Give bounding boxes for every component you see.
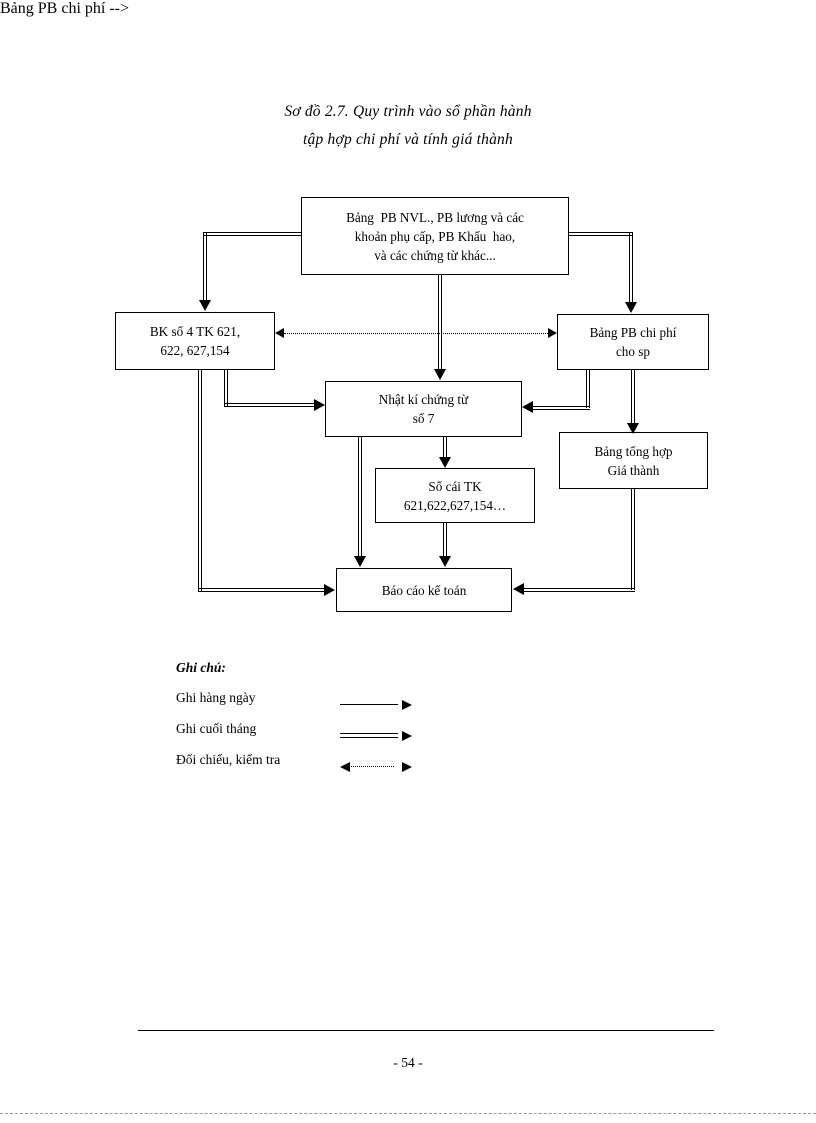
legend: Ghi chú: Ghi hàng ngày Ghi cuối tháng Đố… (176, 660, 596, 783)
connector-nkct-to-baocao-vertical (358, 437, 362, 559)
legend-item-monthly: Ghi cuối tháng (176, 721, 596, 744)
node-bao-cao-ke-toan-line-1: Báo cáo kế toán (381, 582, 467, 598)
node-nhat-ki-chung-tu[interactable]: Nhật kí chứng từ số 7 (325, 381, 522, 437)
connector-bk-to-nkct-vertical (224, 370, 228, 406)
node-nhat-ki-chung-tu-line-2: số 7 (412, 411, 435, 426)
double-arrow-icon (340, 731, 412, 741)
connector-chungtu-to-bk-horizontal (203, 232, 303, 236)
connector-pbcp-to-tonghop-vertical (631, 370, 635, 426)
legend-item-daily-label: Ghi hàng ngày (176, 690, 256, 705)
footer-divider (138, 1030, 714, 1031)
node-bang-tong-hop-line-2: Giá thành (607, 462, 660, 478)
arrowhead-into-tonghop-top (627, 423, 639, 434)
single-arrow-icon (340, 700, 412, 710)
node-chung-tu-line-2: khoản phụ cấp, PB Khấu hao, (354, 228, 516, 244)
legend-item-monthly-label: Ghi cuối tháng (176, 721, 257, 736)
connector-chungtu-to-pbcp-horizontal (567, 232, 633, 236)
node-bang-ke-line-1: BK số 4 TK 621, (149, 324, 241, 339)
node-chung-tu[interactable]: Bảng PB NVL., PB lương và các khoản phụ … (301, 197, 569, 275)
node-so-cai-line-1: Sổ cái TK (428, 478, 482, 494)
arrowhead-into-nkct-right (522, 401, 533, 413)
node-bao-cao-ke-toan[interactable]: Báo cáo kế toán (336, 568, 512, 612)
node-bang-tong-hop[interactable]: Bảng tổng hợp Giá thành (559, 432, 708, 489)
connector-bk-to-nkct-horizontal (224, 403, 316, 407)
node-pb-chi-phi-line-1: Bảng PB chi phí (589, 325, 677, 340)
arrowhead-into-baocao-top-right (439, 556, 451, 567)
arrowhead-into-pbcp-top (625, 302, 637, 313)
arrowhead-into-nkct-top (434, 369, 446, 380)
arrowhead-into-bk-top (199, 300, 211, 311)
connector-socai-to-baocao-vertical (443, 523, 447, 559)
arrowhead-into-baocao-top-left (354, 556, 366, 567)
page-number: - 54 - (393, 1055, 423, 1070)
legend-item-reconcile-label: Đối chiếu, kiểm tra (176, 752, 281, 767)
dotted-bidirectional-arrow-icon (340, 762, 412, 772)
title-line-1: Sơ đồ 2.7. Quy trình vào sổ phần hành (284, 103, 532, 120)
legend-item-reconcile: Đối chiếu, kiểm tra (176, 752, 596, 775)
connector-nkct-to-socai-vertical (443, 437, 447, 461)
node-so-cai[interactable]: Sổ cái TK 621,622,627,154… (375, 468, 535, 523)
connector-bk-to-baocao-horizontal (198, 588, 326, 592)
page-bottom-edge (0, 1113, 816, 1114)
node-chung-tu-line-1: Bảng PB NVL., PB lương và các (346, 209, 524, 225)
arrowhead-into-baocao-left (324, 584, 335, 596)
node-bang-ke[interactable]: BK số 4 TK 621, 622, 627,154 (115, 312, 275, 370)
arrowhead-dotted-left (275, 328, 284, 338)
page-title: Sơ đồ 2.7. Quy trình vào sổ phần hành tậ… (0, 98, 816, 154)
connector-pbcp-to-nkct-horizontal (533, 406, 590, 410)
title-line-2: tập hợp chi phí và tính giá thành (303, 131, 513, 148)
legend-title: Ghi chú: (176, 660, 226, 675)
node-so-cai-line-2: 621,622,627,154… (403, 497, 507, 513)
connector-chungtu-to-bk-vertical (203, 232, 207, 302)
node-pb-chi-phi-line-2: cho sp (615, 344, 651, 359)
connector-chungtu-to-pbcp-vertical (629, 232, 633, 304)
node-nhat-ki-chung-tu-line-1: Nhật kí chứng từ (378, 392, 469, 407)
connector-tonghop-to-baocao-vertical (631, 489, 635, 590)
connector-chungtu-to-nkct-vertical (438, 275, 442, 371)
arrowhead-into-socai-top (439, 457, 451, 468)
connector-pbcp-to-nkct-vertical (586, 370, 590, 408)
connector-tonghop-to-baocao-horizontal (524, 588, 635, 592)
arrowhead-into-baocao-right (513, 583, 524, 595)
arrowhead-into-nkct-left (314, 399, 325, 411)
connector-bk-to-baocao-vertical (198, 370, 202, 591)
node-chung-tu-line-3: và các chứng từ khác... (374, 247, 496, 263)
node-bang-ke-line-2: 622, 627,154 (160, 343, 230, 358)
connector-bk-pbcp-dotted (284, 333, 550, 334)
arrowhead-dotted-right (548, 328, 557, 338)
legend-item-daily: Ghi hàng ngày (176, 690, 596, 713)
node-pb-chi-phi[interactable]: Bảng PB chi phí cho sp (557, 314, 709, 370)
node-bang-tong-hop-line-1: Bảng tổng hợp (594, 443, 673, 459)
